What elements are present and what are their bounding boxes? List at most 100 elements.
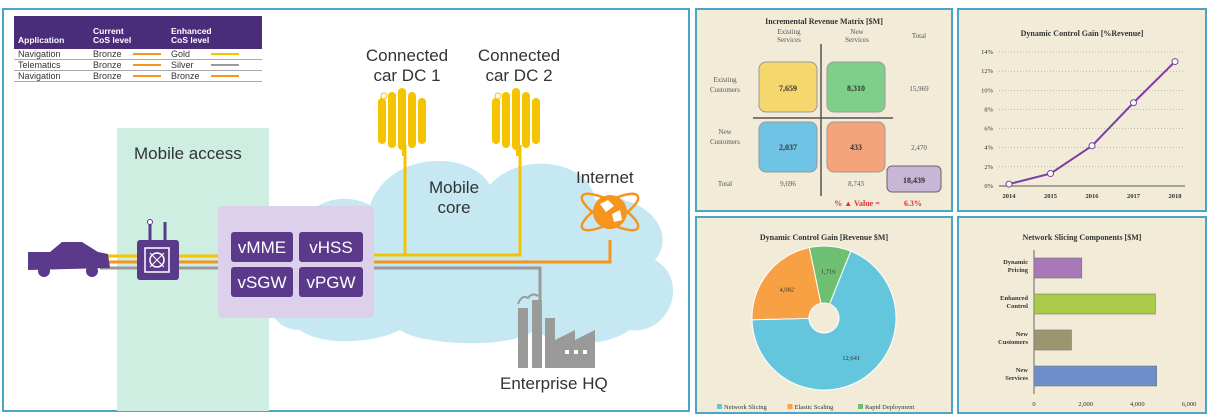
series-line (1008, 60, 1176, 186)
category-label: Pricing (1008, 267, 1029, 274)
matrix-cell: 2,037 (779, 143, 797, 152)
line-chart-panel: Dynamic Control Gain [%Revenue] 0%2%4%6%… (957, 8, 1207, 212)
pie-value-label: 12,641 (842, 355, 860, 362)
col-application: Application (18, 35, 65, 45)
category-label: Services (1005, 375, 1028, 382)
category-label: Control (1006, 303, 1028, 310)
car-icon (28, 242, 110, 277)
mobile-access-label: Mobile access (134, 144, 242, 163)
x-tick-label: 2016 (1086, 193, 1100, 200)
data-point (1088, 142, 1096, 150)
matrix-row-header: Customers (710, 138, 740, 146)
matrix-col-header: Services (845, 36, 869, 44)
dc1-antenna-icon (378, 88, 426, 156)
category-label: New (1016, 367, 1029, 374)
matrix-cell-total: 18,439 (903, 176, 925, 185)
row-enhanced: Gold (171, 49, 191, 59)
matrix-row-header: Total (718, 180, 732, 188)
category-label: Enhanced (1000, 295, 1028, 302)
dc1-label: Connected car DC 1 (362, 46, 452, 86)
bar (1033, 329, 1072, 351)
x-tick-label: 2017 (1127, 193, 1141, 200)
enterprise-factory-icon (517, 293, 595, 368)
x-tick-label: 2,000 (1078, 401, 1093, 408)
table-row: Navigation Bronze Bronze (14, 71, 262, 82)
legend-label: Elastic Scaling (795, 404, 835, 411)
dc2-label-line1: Connected (477, 46, 561, 65)
y-tick-label: 8% (984, 106, 993, 113)
x-tick-label: 6,000 (1182, 401, 1197, 408)
mobile-core-label: Mobile core (422, 178, 486, 218)
legend-swatch (787, 404, 793, 409)
row-current: Bronze (93, 49, 122, 59)
bar (1033, 257, 1083, 279)
legend-label: Network Slicing (724, 404, 768, 411)
cos-table-header: Application Current CoS level Enhanced C… (14, 16, 262, 49)
dc1-label-line1: Connected (365, 46, 449, 65)
row-current: Bronze (93, 71, 122, 81)
row-enhanced: Silver (171, 60, 194, 70)
matrix-row-header: New (718, 128, 732, 136)
y-tick-label: 4% (984, 145, 993, 152)
revenue-matrix: Incremental Revenue Matrix [$M] Existing… (710, 17, 942, 208)
pie-slice (808, 245, 852, 305)
vnf-vmme: vMME (231, 232, 293, 262)
legend-label: Rapid Deployment (865, 404, 914, 411)
matrix-row-header: Customers (710, 86, 740, 94)
pie-value-label: 4,082 (779, 286, 794, 293)
vnf-vsgw: vSGW (231, 267, 293, 297)
matrix-col-header: Total (912, 32, 926, 40)
col-current-cos: Current CoS level (93, 26, 132, 45)
y-tick-label: 12% (981, 68, 994, 75)
pie-slice (751, 250, 897, 391)
matrix-cell: 8,743 (848, 180, 864, 188)
x-tick-label: 2018 (1169, 193, 1183, 200)
cos-line-silver (211, 64, 239, 66)
matrix-row-header: Existing (713, 76, 737, 84)
data-point (1130, 99, 1137, 107)
enterprise-label: Enterprise HQ (500, 374, 608, 393)
matrix-col-header: Existing (777, 28, 801, 36)
bar (1033, 293, 1156, 315)
x-tick-label: 0 (1032, 401, 1035, 408)
diagram-frame (2, 8, 690, 412)
dc2-label-line2: car DC 2 (485, 66, 553, 85)
mobile-core-line2: core (437, 198, 471, 217)
table-row: Navigation Bronze Gold (14, 49, 262, 60)
cos-line-gold (211, 53, 239, 55)
x-tick-label: 2015 (1044, 193, 1058, 200)
row-enhanced: Bronze (171, 71, 200, 81)
matrix-cell: 433 (850, 143, 862, 152)
matrix-col-header: New (850, 28, 864, 36)
pie-chart-panel: Dynamic Control Gain [Revenue $M] 12,641… (695, 216, 953, 414)
y-tick-label: 2% (984, 164, 993, 171)
row-app: Telematics (18, 60, 61, 70)
dc2-label: Connected car DC 2 (474, 46, 564, 86)
y-tick-label: 6% (984, 126, 993, 133)
line-chart: Dynamic Control Gain [%Revenue] 0%2%4%6%… (981, 29, 1185, 200)
cos-line-bronze (211, 75, 239, 77)
matrix-footer-value: 6.3% (904, 199, 922, 208)
base-station-icon (137, 219, 179, 280)
data-point (1005, 180, 1013, 188)
pie-slice (751, 246, 822, 321)
matrix-cell: 15,969 (909, 85, 929, 93)
matrix-cell: 9,696 (780, 180, 796, 188)
cos-line-bronze (133, 75, 161, 77)
cos-table: Application Current CoS level Enhanced C… (14, 16, 262, 82)
legend-swatch (717, 404, 722, 409)
category-label: Dynamic (1003, 259, 1028, 266)
matrix-cell: 7,659 (779, 84, 797, 93)
cos-line-bronze (133, 64, 161, 66)
matrix-col-header: Services (777, 36, 801, 44)
x-tick-label: 4,000 (1130, 401, 1145, 408)
matrix-title: Incremental Revenue Matrix [$M] (765, 17, 883, 26)
y-tick-label: 14% (981, 49, 994, 56)
internet-globe-icon (580, 192, 640, 232)
table-row: Telematics Bronze Silver (14, 60, 262, 71)
legend-swatch (858, 404, 863, 409)
dc2-antenna-icon (492, 88, 540, 156)
y-tick-label: 0% (984, 183, 993, 190)
